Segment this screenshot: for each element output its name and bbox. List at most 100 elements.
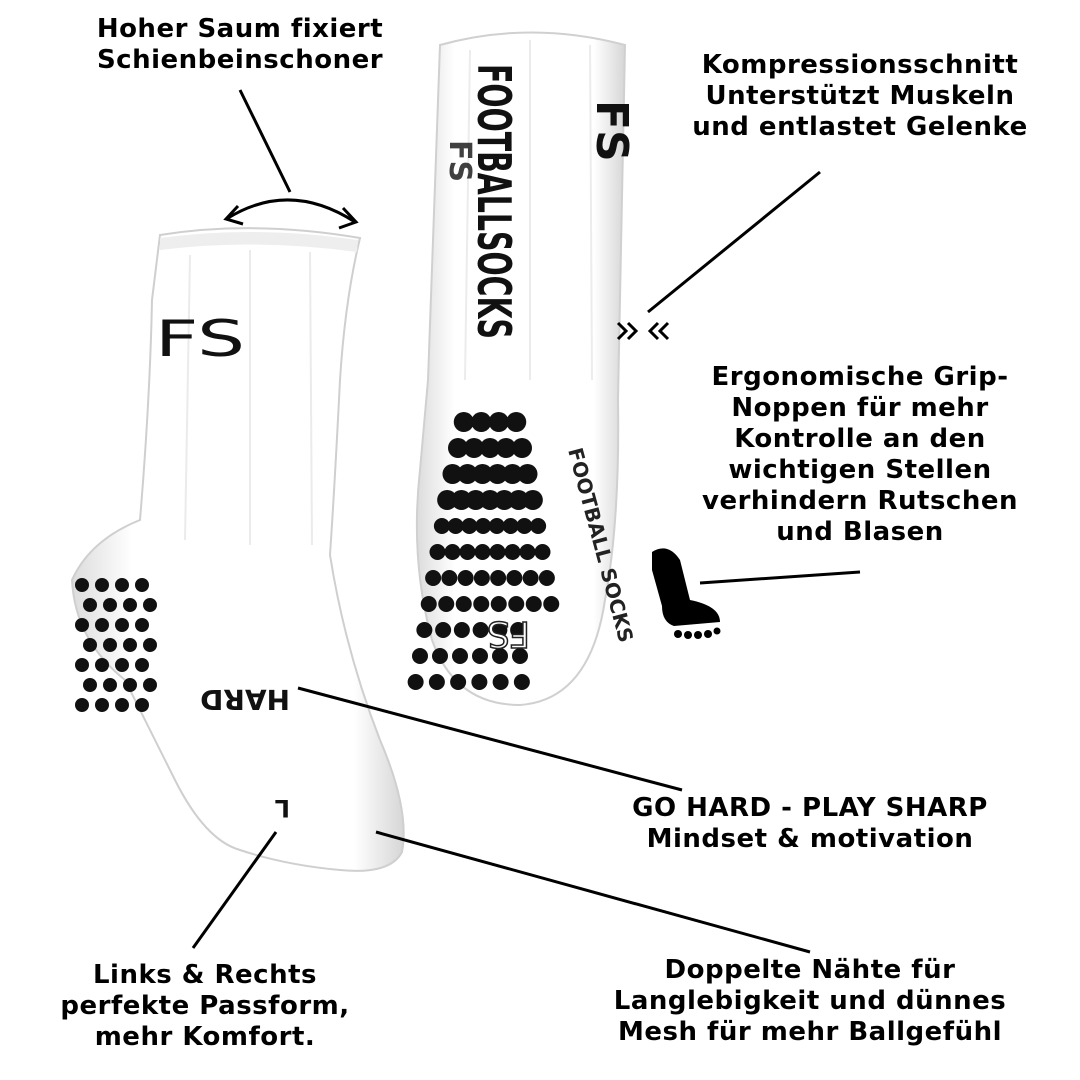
grip-dot [453, 412, 474, 432]
grip-dot [513, 674, 530, 690]
grip-dot [447, 518, 464, 534]
grip-dot [135, 618, 149, 632]
grip-callout: Ergonomische Grip- Noppen für mehr Kontr… [640, 362, 1080, 548]
compression-line-2: Unterstützt Muskeln [705, 81, 1015, 111]
grip-dot [455, 596, 472, 612]
grip-dot [457, 570, 474, 586]
grip-dot [487, 464, 508, 484]
grip-dot [472, 464, 493, 484]
grip-dot [519, 544, 536, 560]
grip-dot [504, 544, 521, 560]
grip-dot [135, 658, 149, 672]
grip-dot [490, 596, 507, 612]
grip-dot [433, 518, 450, 534]
grip-dot [412, 648, 428, 664]
grip-dot [451, 490, 472, 510]
fit-line-1: Links & Rechts [92, 960, 317, 990]
grip-dot [464, 438, 484, 458]
seams-line-3: Mesh für mehr Ballgefühl [617, 1017, 1003, 1047]
grip-dot [475, 518, 492, 534]
grip-dot [491, 622, 508, 638]
grip-dot [75, 658, 89, 672]
grip-dot [143, 598, 157, 612]
grip-dot [502, 518, 519, 534]
compression-callout: Kompressionsschnitt Unterstützt Muskeln … [640, 50, 1080, 143]
sole-fs-logo: FS [487, 613, 530, 654]
grip-dot [441, 570, 458, 586]
compression-line-3: und entlastet Gelenke [692, 112, 1028, 142]
grip-dot [517, 464, 538, 484]
grip-dot [453, 622, 470, 638]
grip-dot [488, 412, 509, 432]
grip-dot [471, 412, 492, 432]
side-mark-text: L [275, 794, 290, 822]
grip-dot [512, 648, 528, 664]
fit-line-2: perfekte Passform, [60, 991, 350, 1021]
grip-dot [416, 622, 433, 638]
left-sock-fs-logo: FS [155, 310, 245, 368]
grip-dot [522, 570, 539, 586]
seams-line-2: Langlebigkeit und dünnes [613, 986, 1007, 1016]
grip-dot [75, 698, 89, 712]
grip-dot [95, 578, 109, 592]
grip-dot [516, 518, 533, 534]
grip-dot [508, 596, 525, 612]
grip-dot [75, 618, 89, 632]
grip-dot [457, 464, 478, 484]
grip-dot [123, 678, 137, 692]
grip-dot [83, 638, 97, 652]
grip-line-1: Ergonomische Grip- [711, 362, 1009, 392]
grip-dot [488, 518, 505, 534]
grip-dot [135, 698, 149, 712]
grip-dot [438, 596, 455, 612]
mindset-line-1: GO HARD - PLAY SHARP [632, 793, 988, 823]
grip-dot [474, 544, 491, 560]
grip-line-4: wichtigen Stellen [728, 455, 992, 485]
grip-dot [429, 544, 446, 560]
grip-dot [473, 570, 490, 586]
grip-dot [444, 544, 461, 560]
right-sock: FOOTBALLSOCKS FS FS FOOTBALL SOCKS FS [407, 31, 638, 707]
grip-dot [512, 438, 532, 458]
grip-dot [492, 648, 508, 664]
grip-dot [471, 674, 488, 690]
grip-dot [489, 544, 506, 560]
grip-dot [508, 490, 529, 510]
grip-dot [465, 490, 486, 510]
grip-dot [472, 648, 488, 664]
mindset-line-2: Mindset & motivation [646, 824, 974, 854]
grip-dot [103, 638, 117, 652]
grip-dot [75, 578, 89, 592]
grip-dot [95, 618, 109, 632]
grip-dot [492, 674, 509, 690]
grip-dot [442, 464, 463, 484]
left-sock: FS HARD L [70, 227, 405, 872]
hem-line-2: Schienbeinschoner [96, 45, 384, 75]
seams-line-1: Doppelte Nähte für [664, 955, 956, 985]
grip-dot [472, 622, 489, 638]
grip-dot [450, 674, 467, 690]
hem-line-1: Hoher Saum fixiert [96, 14, 384, 44]
grip-dot [480, 490, 500, 510]
fit-line-3: mehr Komfort. [94, 1022, 316, 1052]
brand-vertical-text: FOOTBALLSOCKS [467, 64, 521, 339]
leader-lines [191, 89, 861, 954]
grip-dot [506, 412, 527, 432]
grip-dot [461, 518, 478, 534]
grip-dot [506, 570, 523, 586]
grip-dot [123, 638, 137, 652]
seams-callout: Doppelte Nähte für Langlebigkeit und dün… [540, 955, 1080, 1048]
grip-dot [496, 438, 516, 458]
grip-dot [135, 578, 149, 592]
left-edge-fs-logo: FS [442, 140, 477, 182]
grip-dot [115, 578, 129, 592]
grip-dot [522, 490, 543, 510]
grip-dot [525, 596, 542, 612]
grip-dot [448, 438, 468, 458]
grip-line-5: verhindern Rutschen [702, 486, 1018, 516]
grip-dot [538, 570, 555, 586]
grip-dot [530, 518, 547, 534]
grip-dot [543, 596, 560, 612]
grip-dot [115, 698, 129, 712]
